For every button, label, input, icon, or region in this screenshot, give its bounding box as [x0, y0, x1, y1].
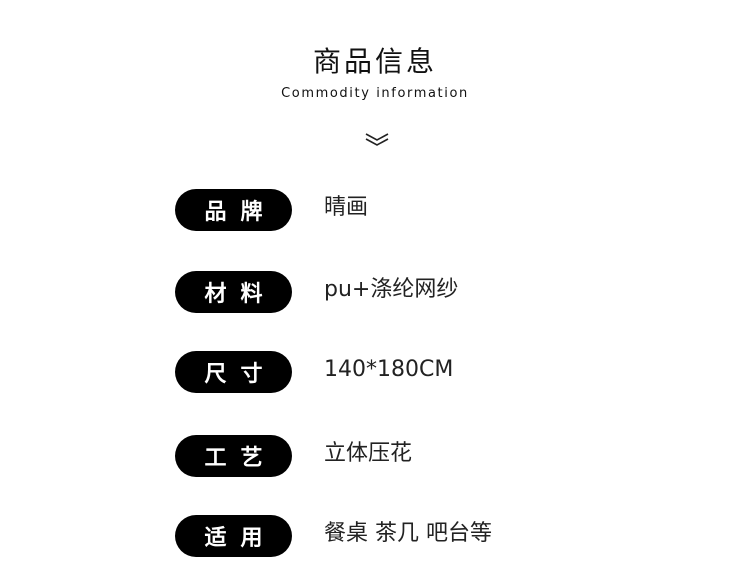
value-craft: 立体压花 [324, 441, 413, 466]
page-title: 商品信息 [312, 45, 437, 78]
page-subtitle: Commodity information [281, 86, 469, 101]
label-pill-usage: 适用 [175, 515, 292, 557]
value-brand: 晴画 [324, 195, 369, 220]
label-pill-size: 尺寸 [175, 351, 292, 393]
label-pill-brand: 品牌 [175, 189, 292, 231]
info-row-material: 材料 pu+涤纶网纱 [175, 271, 695, 313]
label-pill-craft: 工艺 [175, 435, 292, 477]
value-size: 140*180CM [324, 357, 454, 382]
value-usage: 餐桌 茶几 吧台等 [324, 521, 492, 546]
info-row-usage: 适用 餐桌 茶几 吧台等 [175, 515, 695, 557]
label-pill-material: 材料 [175, 271, 292, 313]
info-row-size: 尺寸 140*180CM [175, 351, 695, 393]
info-row-brand: 品牌 晴画 [175, 189, 695, 231]
info-row-craft: 工艺 立体压花 [175, 435, 695, 477]
double-chevron-down-icon [365, 133, 389, 146]
value-material: pu+涤纶网纱 [324, 277, 459, 302]
